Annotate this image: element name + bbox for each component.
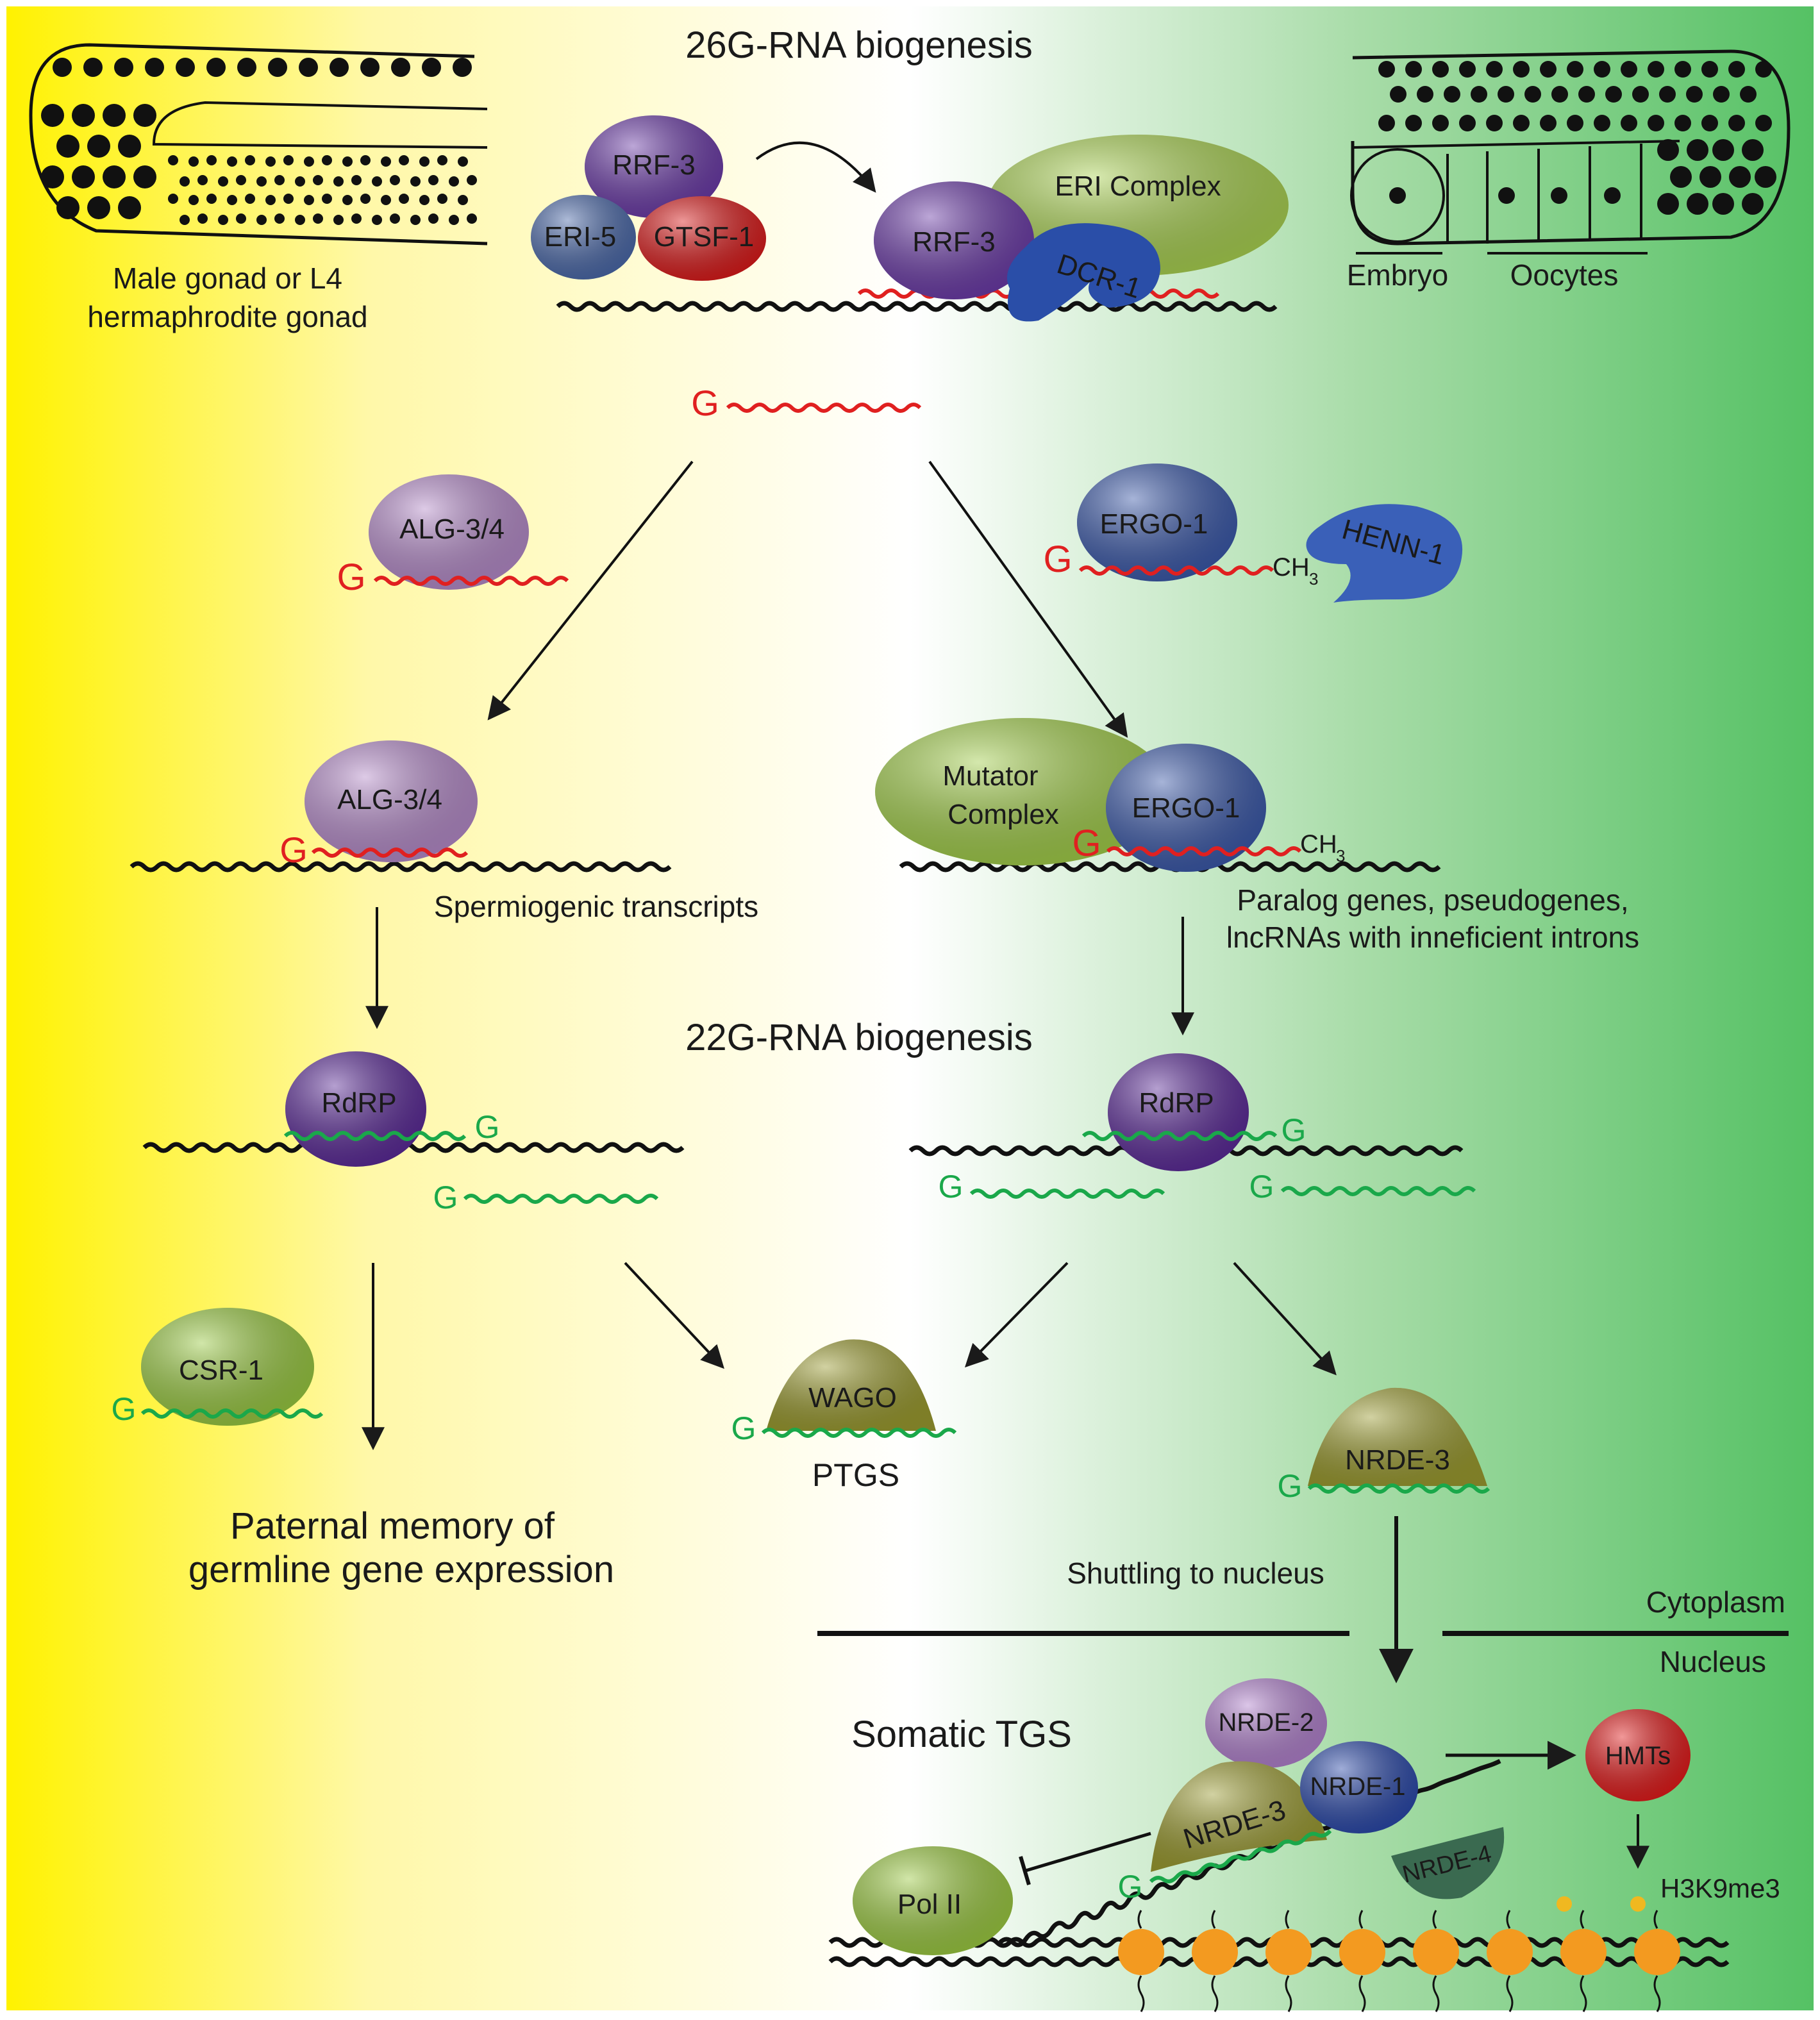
g-wago: G — [731, 1410, 756, 1446]
paralog-label-2: lncRNAs with inneficient introns — [1226, 921, 1639, 954]
arrow-to-alg34 — [487, 460, 694, 721]
oocytes-label: Oocytes — [1510, 258, 1619, 292]
g-ergo1-bound: G — [1072, 822, 1101, 864]
wago-label: WAGO — [808, 1382, 897, 1414]
eri-complex-bound — [857, 135, 1289, 322]
cytoplasm-label: Cytoplasm — [1646, 1585, 1785, 1619]
arrow-right-to-wago — [964, 1262, 1069, 1368]
left-gonad-caption-2: hermaphrodite gonad — [87, 300, 367, 333]
h3k9me3-label: H3K9me3 — [1660, 1873, 1780, 1903]
male-gonad-illustration — [29, 43, 488, 246]
mrna-template-26g — [556, 301, 1278, 312]
mutator-label-2: Complex — [948, 799, 1059, 830]
nrde1-label: NRDE-1 — [1310, 1773, 1406, 1801]
ergo1-free-label: ERGO-1 — [1100, 508, 1208, 540]
mutator-label-1: Mutator — [942, 760, 1038, 792]
nucleosome — [1560, 1929, 1607, 1975]
rna-ergo1 — [1078, 565, 1274, 576]
rrf3-bound-label: RRF-3 — [912, 226, 996, 258]
inhibition-bar — [1019, 1856, 1031, 1885]
g-26g-product: G — [691, 383, 719, 423]
inhibition-line — [1025, 1832, 1151, 1873]
g-nrde3: G — [1278, 1468, 1303, 1504]
rrf3-label: RRF-3 — [612, 149, 696, 181]
g-alg34-bound: G — [280, 830, 308, 870]
g-rdrp-right: G — [1282, 1112, 1307, 1148]
rna-wago — [761, 1428, 957, 1438]
g-ergo1: G — [1043, 538, 1072, 580]
spermiogenic-label: Spermiogenic transcripts — [434, 890, 758, 923]
ptgs-label: PTGS — [812, 1457, 899, 1493]
nucleosome — [1265, 1929, 1312, 1975]
arrow-to-ergo1 — [928, 460, 1128, 738]
rna-22g-left — [463, 1194, 659, 1204]
g-csr1: G — [112, 1391, 137, 1427]
background-gradient — [6, 6, 1814, 2010]
g-alg34: G — [337, 556, 365, 598]
g-22g-right-a: G — [939, 1169, 964, 1205]
pol2-label: Pol II — [897, 1889, 962, 1920]
nrde3-cytoplasm-label: NRDE-3 — [1345, 1444, 1450, 1476]
nucleosome — [1339, 1929, 1385, 1975]
paralog-label-1: Paralog genes, pseudogenes, — [1237, 883, 1628, 917]
eri5-label: ERI-5 — [544, 221, 616, 253]
ergo1-bound-label: ERGO-1 — [1132, 792, 1240, 824]
hermaphrodite-gonad-illustration — [1350, 49, 1791, 255]
methyl-mark — [1557, 1896, 1572, 1912]
nucleosome — [1413, 1929, 1459, 1975]
assembly-arrow — [755, 141, 876, 193]
paternal-memory-label-2: germline gene expression — [188, 1549, 614, 1590]
alg34-bound-label: ALG-3/4 — [337, 784, 442, 815]
arrow-left-to-wago — [624, 1262, 724, 1369]
embryo-label: Embryo — [1347, 258, 1448, 292]
alg34-free-label: ALG-3/4 — [399, 513, 505, 545]
g-nrde3-nucleus: G — [1118, 1869, 1143, 1905]
left-gonad-caption-1: Male gonad or L4 — [113, 262, 342, 295]
spermiogenic-mrna — [129, 861, 672, 872]
left-22g-template — [142, 1142, 685, 1153]
henn1-protein — [1306, 504, 1463, 603]
nucleosome — [1192, 1929, 1238, 1975]
nucleosome — [1634, 1929, 1680, 1975]
rdrp-right-label: RdRP — [1139, 1087, 1214, 1119]
nucleosome — [1487, 1929, 1533, 1975]
title-26g-biogenesis: 26G-RNA biogenesis — [685, 24, 1033, 66]
paternal-memory-label-1: Paternal memory of — [230, 1505, 555, 1547]
g-rdrp-left: G — [475, 1109, 500, 1145]
shuttling-label: Shuttling to nucleus — [1067, 1557, 1324, 1590]
csr1-label: CSR-1 — [179, 1355, 263, 1386]
title-22g-biogenesis: 22G-RNA biogenesis — [685, 1017, 1033, 1058]
rna-csr1 — [140, 1408, 324, 1419]
ch3-ergo1: CH — [1273, 553, 1310, 581]
rna-nrde3 — [1307, 1483, 1490, 1494]
rna-22g-right-a — [969, 1189, 1165, 1199]
rna-26g-product — [726, 403, 922, 413]
somatic-tgs-label: Somatic TGS — [851, 1714, 1072, 1755]
nrde2-label: NRDE-2 — [1219, 1708, 1314, 1737]
rna-alg34 — [373, 576, 569, 586]
eri-complex-label: ERI Complex — [1055, 171, 1221, 202]
g-22g-left: G — [433, 1180, 458, 1215]
ch3-ergo1-bound: CH — [1300, 830, 1337, 858]
ch3-sub-ergo1-bound: 3 — [1336, 846, 1345, 865]
nucleosome-array — [1118, 1896, 1680, 2012]
rna-nrde3-nucleus — [1149, 1829, 1332, 1883]
rrf3-complex-free — [531, 115, 766, 281]
arrow-to-nrde3 — [1233, 1262, 1337, 1376]
nrde4-protein — [1391, 1827, 1505, 1899]
ch3-sub-ergo1: 3 — [1309, 569, 1318, 588]
rdrp-left-label: RdRP — [321, 1087, 396, 1119]
gtsf1-label: GTSF-1 — [654, 221, 754, 253]
hmts-label: HMTs — [1605, 1742, 1671, 1770]
nucleosome — [1118, 1929, 1164, 1975]
g-22g-right-b: G — [1249, 1169, 1274, 1205]
rna-22g-right-b — [1280, 1186, 1476, 1196]
methyl-mark — [1630, 1896, 1646, 1912]
nucleus-label: Nucleus — [1660, 1645, 1766, 1678]
